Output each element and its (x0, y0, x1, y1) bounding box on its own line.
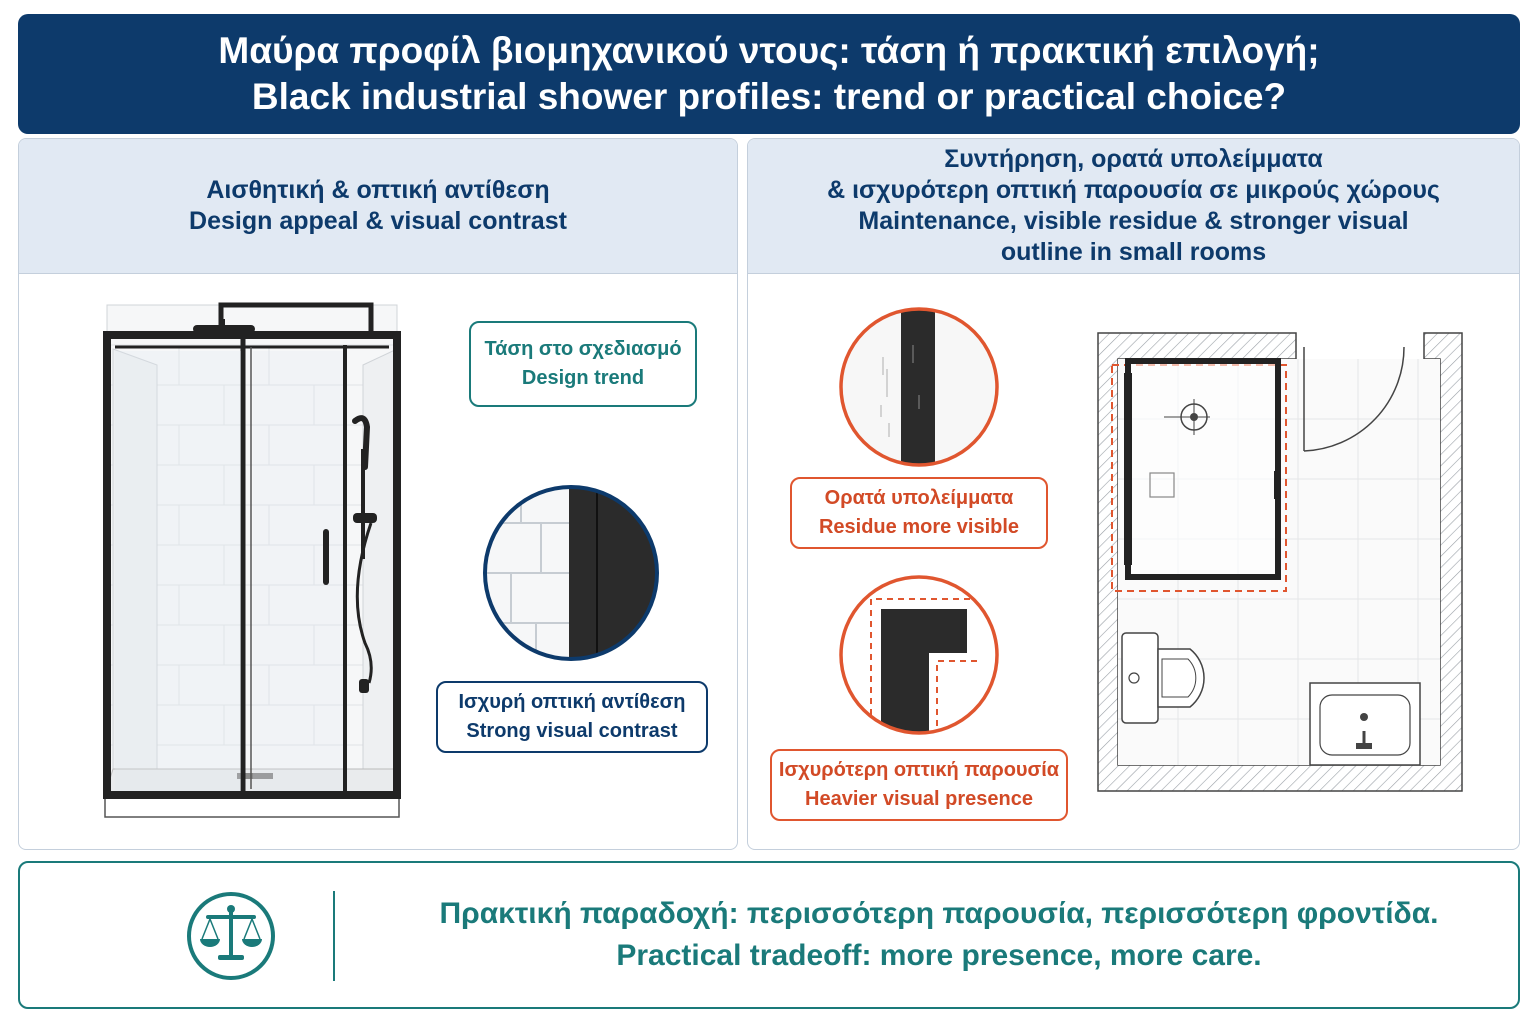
callout-greek: Ισχυρότερη οπτική παρουσία (778, 759, 1060, 781)
maintenance-heading: Συντήρηση, ορατά υπολείμματα & ισχυρότερ… (748, 139, 1519, 274)
heading-english: Design appeal & visual contrast (189, 207, 567, 235)
design-appeal-heading: Αισθητική & οπτική αντίθεση Design appea… (19, 139, 737, 274)
presence-callout: Ισχυρότερη οπτική παρουσία Heavier visua… (770, 749, 1068, 821)
callout-english: Residue more visible (818, 516, 1020, 538)
design-appeal-panel: Αισθητική & οπτική αντίθεση Design appea… (18, 138, 738, 850)
shower-enclosure-illustration (103, 302, 401, 818)
title-greek: Μαύρα προφίλ βιομηχανικού ντους: τάση ή … (218, 30, 1320, 71)
heading-greek: Αισθητική & οπτική αντίθεση (206, 176, 550, 204)
heading-greek-line2: & ισχυρότερη οπτική παρουσία σε μικρούς … (827, 176, 1440, 204)
toilet-icon (1121, 632, 1205, 724)
callout-english: Heavier visual presence (805, 788, 1033, 810)
shower-drain-icon (1164, 399, 1210, 435)
tradeoff-banner: Πρακτική παραδοχή: περισσότερη παρουσία,… (18, 861, 1520, 1009)
residue-callout: Ορατά υπολείμματα Residue more visible (790, 477, 1048, 549)
residue-zoom (839, 307, 999, 467)
drain-icon (237, 773, 273, 779)
balance-scale-icon (187, 892, 275, 980)
tradeoff-greek: Πρακτική παραδοχή: περισσότερη παρουσία,… (439, 897, 1439, 930)
callout-greek: Τάση στο σχεδιασμό (484, 338, 682, 360)
tradeoff-english: Practical tradeoff: more presence, more … (616, 939, 1262, 972)
door-swing-icon (1303, 346, 1405, 452)
visual-contrast-callout: Ισχυρή οπτική αντίθεση Strong visual con… (436, 681, 708, 753)
sink-icon (1309, 682, 1421, 766)
maintenance-panel: Συντήρηση, ορατά υπολείμματα & ισχυρότερ… (747, 138, 1520, 850)
hand-shower-icon (352, 415, 377, 693)
heading-english-line2: outline in small rooms (1000, 238, 1267, 266)
heading-greek-line1: Συντήρηση, ορατά υπολείμματα (944, 145, 1323, 173)
callout-english: Design trend (521, 367, 645, 389)
title-english: Black industrial shower profiles: trend … (251, 76, 1287, 117)
presence-zoom (839, 575, 999, 735)
profile-contrast-zoom (483, 485, 659, 661)
design-trend-callout: Τάση στο σχεδιασμό Design trend (469, 321, 697, 407)
door-handle-icon (323, 529, 329, 585)
callout-english: Strong visual contrast (466, 720, 678, 742)
footer-divider (333, 891, 335, 981)
callout-greek: Ισχυρή οπτική αντίθεση (458, 691, 686, 713)
title-banner: Μαύρα προφίλ βιομηχανικού ντους: τάση ή … (18, 14, 1520, 134)
heading-english-line1: Maintenance, visible residue & stronger … (858, 207, 1409, 235)
tradeoff-text: Πρακτική παραδοχή: περισσότερη παρουσία,… (360, 863, 1518, 1007)
bathroom-floor-plan (1097, 332, 1463, 792)
callout-greek: Ορατά υπολείμματα (824, 487, 1014, 509)
